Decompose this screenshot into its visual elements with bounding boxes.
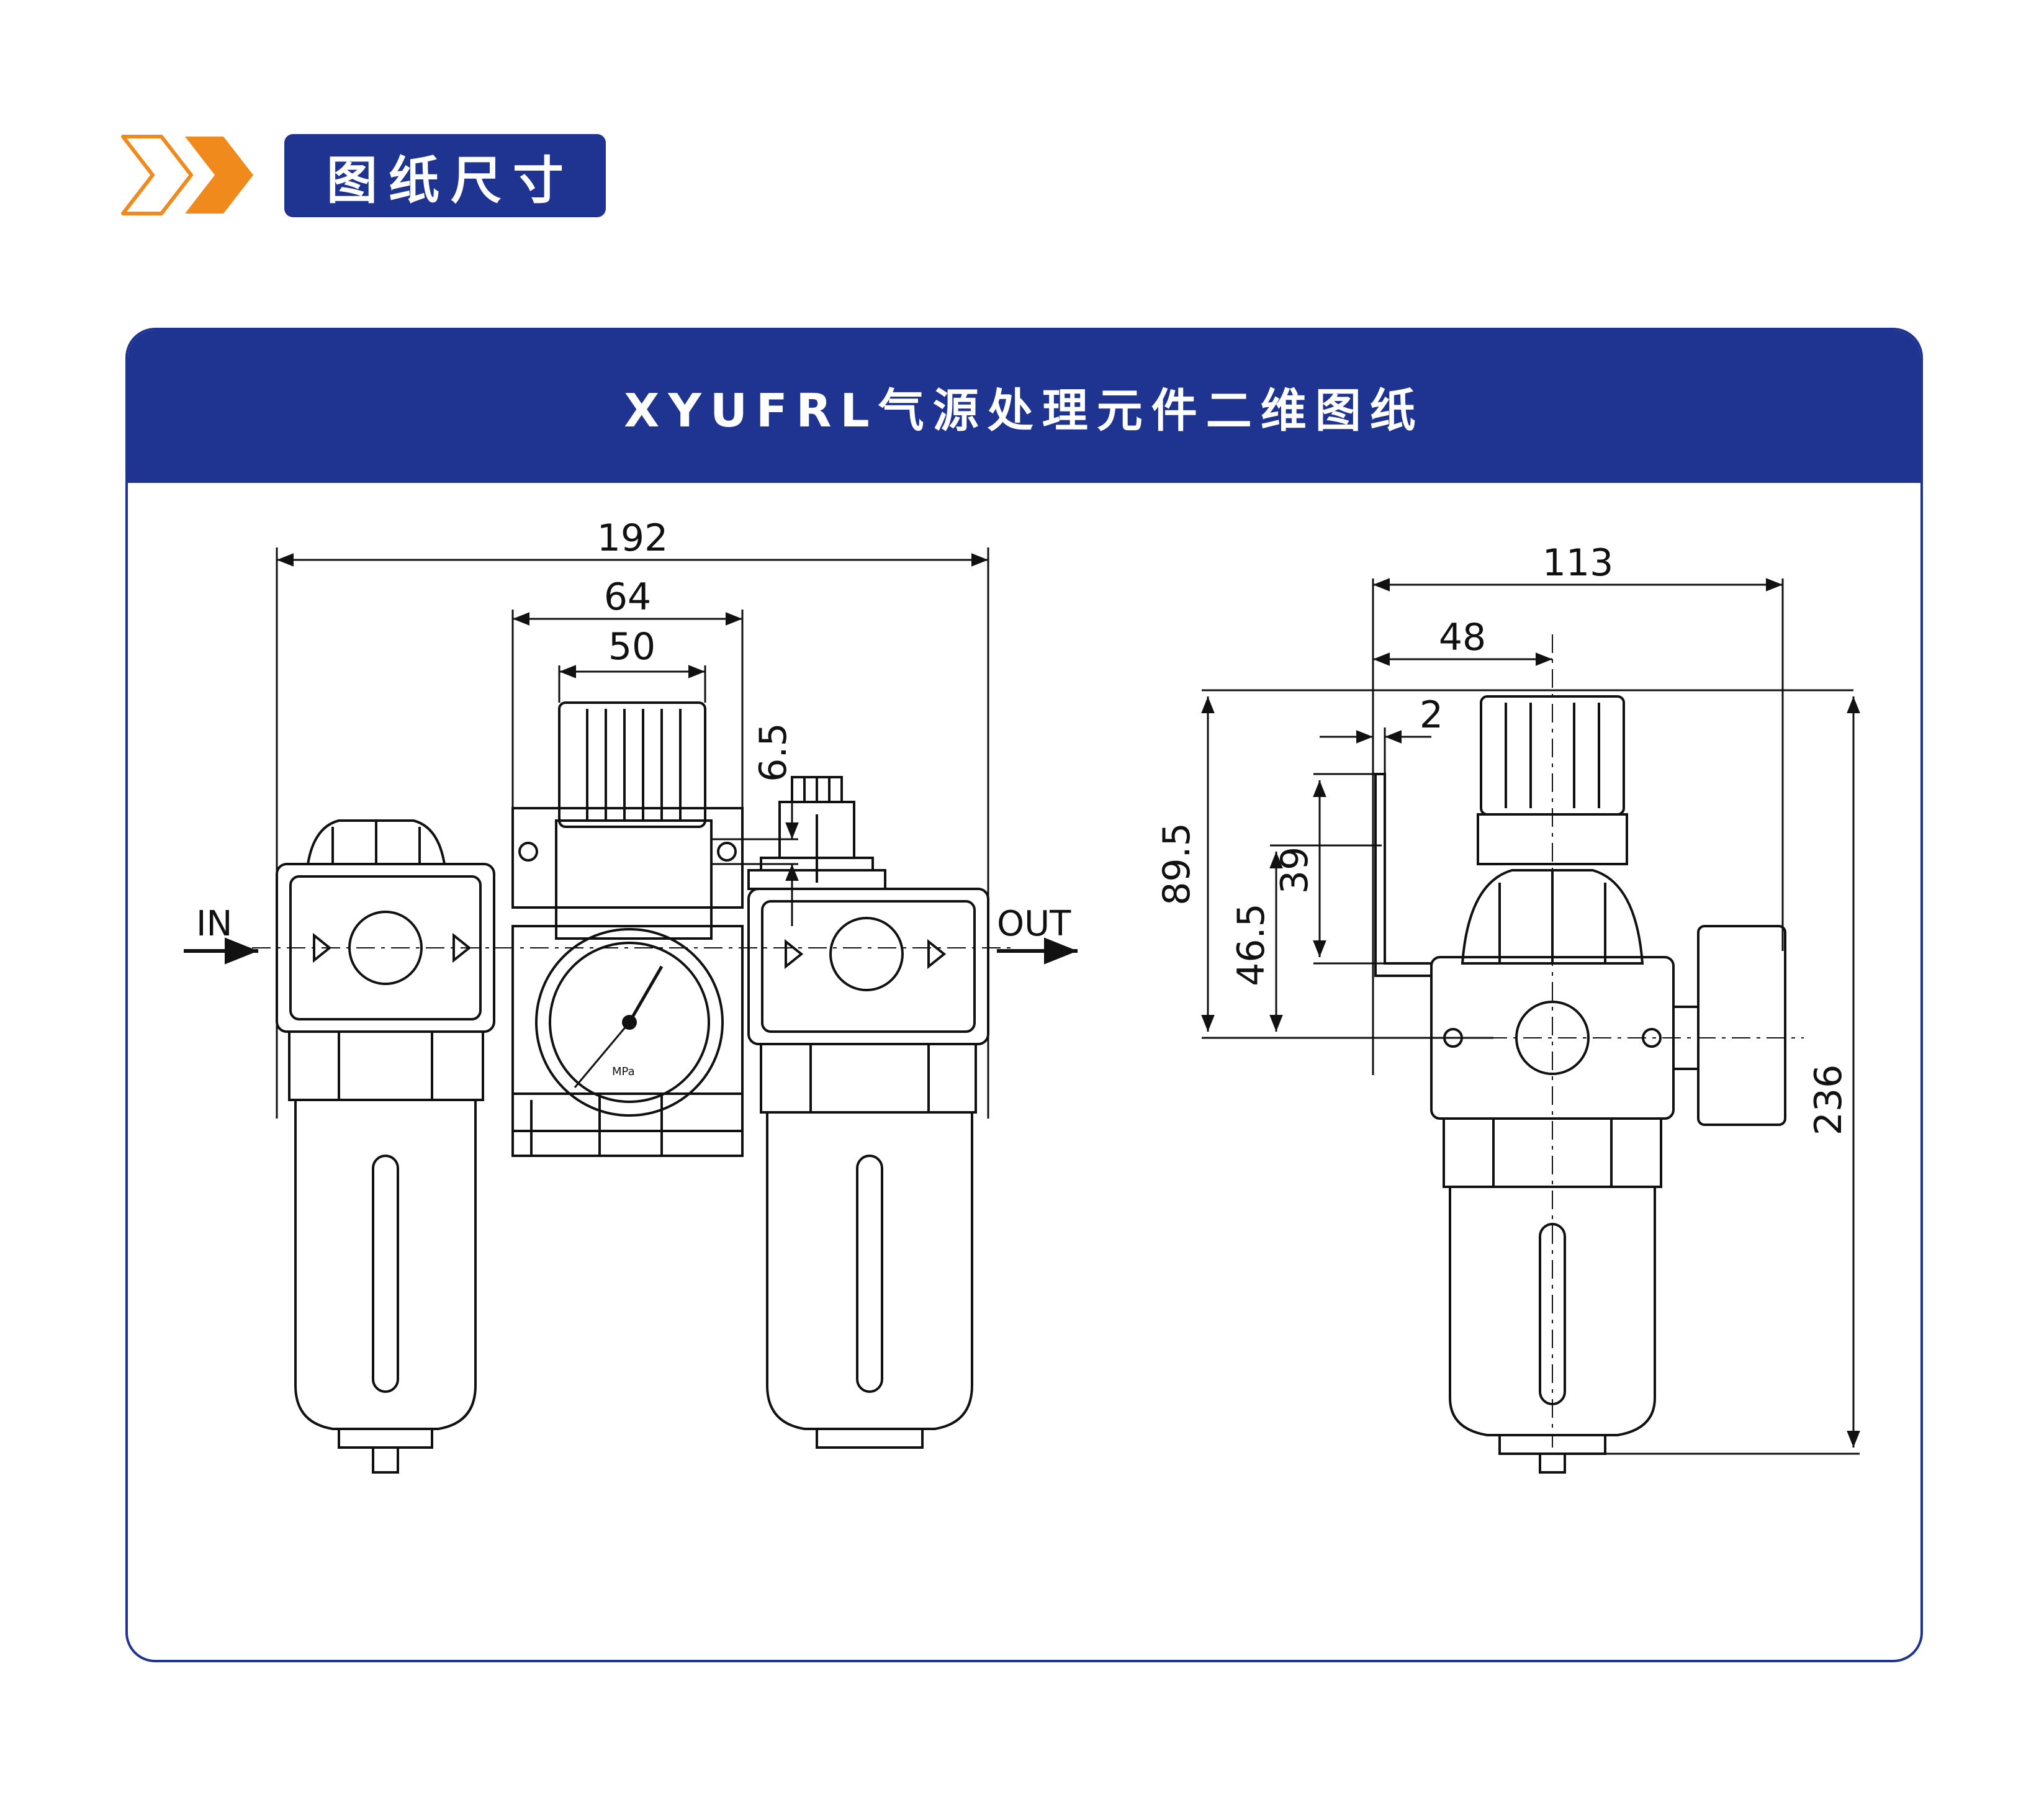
- chevron-right-icon: [121, 135, 253, 215]
- drawing-panel: XYUFRL气源处理元件二维图纸: [125, 328, 1923, 1662]
- outlet-label: OUT: [997, 904, 1071, 944]
- section-title: 图纸尺寸: [284, 134, 606, 217]
- dim-bracket-height: 39: [1273, 847, 1317, 894]
- front-view: [184, 547, 1078, 1474]
- gauge-unit: MPa: [612, 1065, 635, 1078]
- dim-height-top: 89.5: [1155, 822, 1199, 906]
- dim-overall-width: 192: [597, 516, 669, 560]
- dim-depth: 113: [1542, 541, 1614, 585]
- technical-drawing: 192 64 50 6.5 IN OUT MPa 113 48 2 89.5 4…: [184, 516, 1860, 1474]
- dim-bracket: 2: [1420, 693, 1443, 737]
- inlet-label: IN: [196, 904, 232, 944]
- dim-overall-height: 236: [1807, 1065, 1850, 1136]
- dim-center: 48: [1439, 616, 1486, 659]
- section-header: 图纸尺寸: [118, 124, 621, 217]
- dim-height-mid: 46.5: [1230, 903, 1273, 986]
- dim-knob-width: 50: [608, 625, 655, 669]
- side-view: [1201, 578, 1860, 1474]
- dim-offset: 6.5: [752, 723, 795, 781]
- dim-regulator-width: 64: [604, 575, 651, 619]
- panel-title: XYUFRL气源处理元件二维图纸: [128, 330, 1920, 483]
